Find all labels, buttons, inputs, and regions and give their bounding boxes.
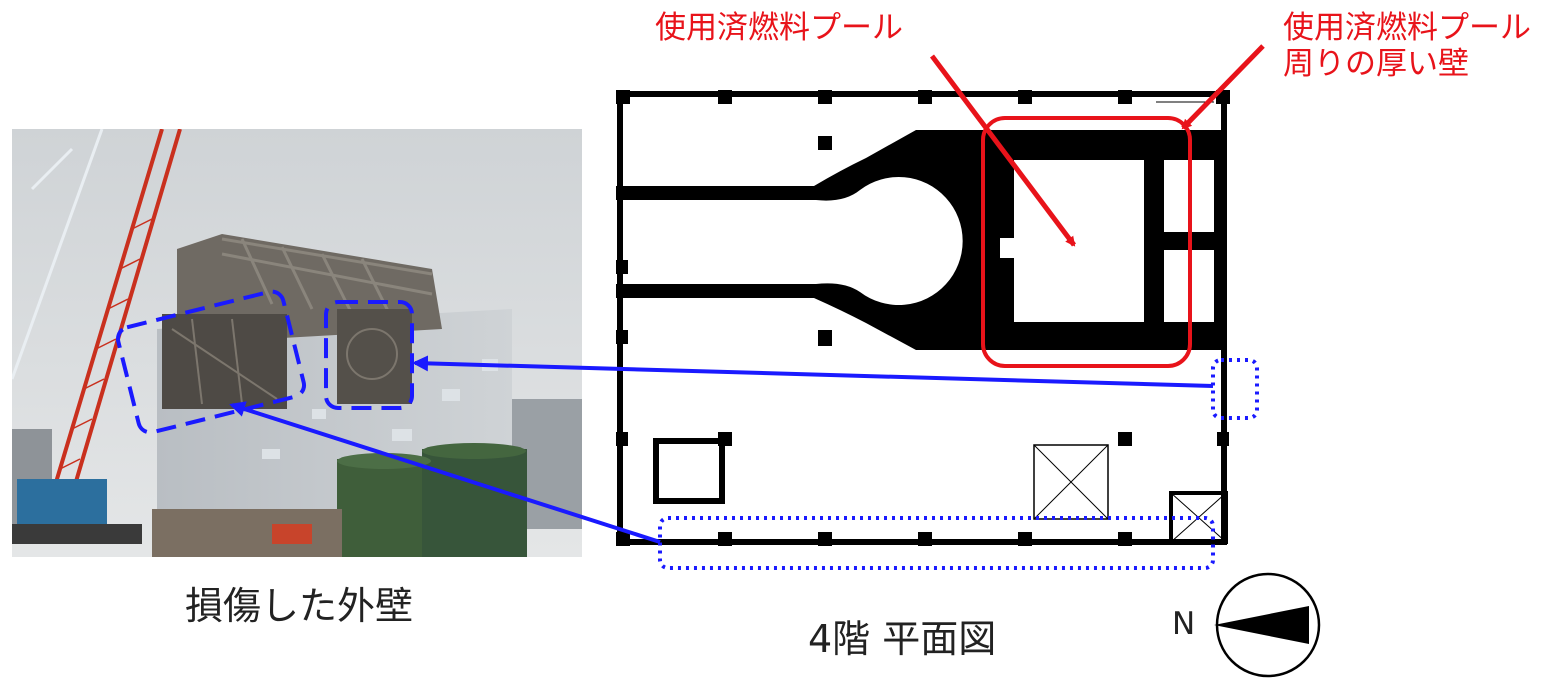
photo-caption: 損傷した外壁 bbox=[185, 584, 414, 628]
pool-wall-label-line2: 周りの厚い壁 bbox=[1283, 46, 1469, 82]
pool-wall-label-line1: 使用済燃料プール bbox=[1283, 10, 1531, 46]
compass-icon bbox=[1214, 572, 1321, 678]
damaged-building-photo bbox=[12, 129, 582, 557]
pool-wall-label: 使用済燃料プール 周りの厚い壁 bbox=[1283, 10, 1531, 82]
floor-plan-4f bbox=[616, 90, 1230, 546]
compass-north-label: N bbox=[1172, 606, 1196, 642]
plan-caption: 4階 平面図 bbox=[808, 617, 997, 661]
pool-label: 使用済燃料プール bbox=[655, 10, 903, 46]
